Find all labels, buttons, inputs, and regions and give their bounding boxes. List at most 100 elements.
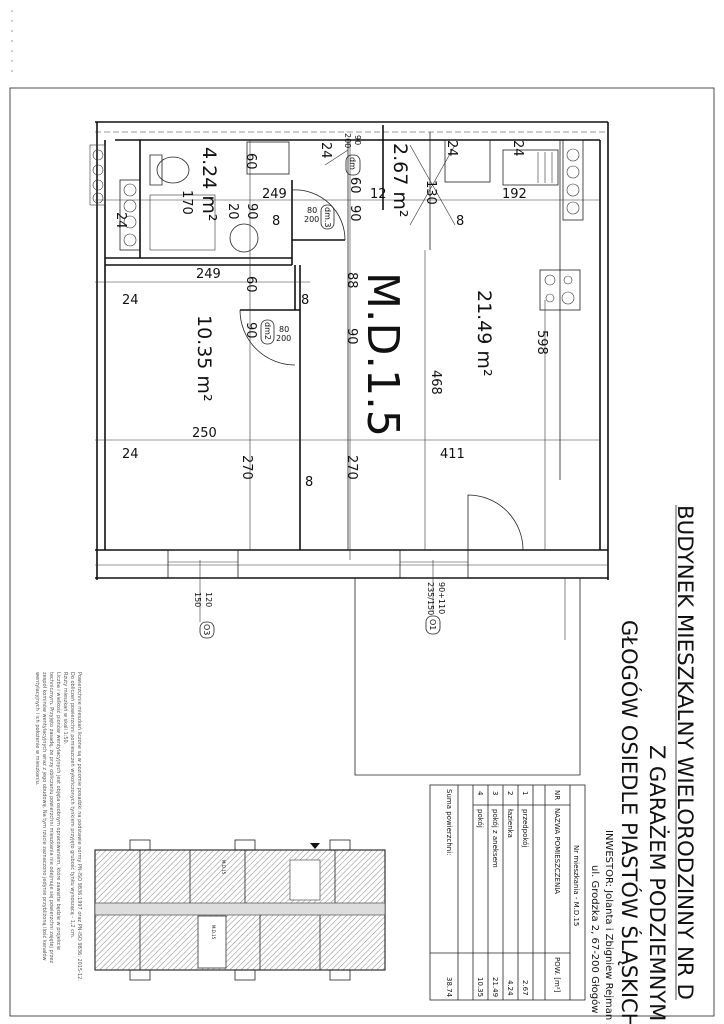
door-size: 200 [276,334,291,343]
window-tag [199,621,215,639]
dim-label: 8 [272,214,280,229]
window-size: 120 [204,592,213,607]
table-caption: Nr mieszkania - M.D.15 [572,845,580,926]
dim-label: 468 [428,370,443,395]
toilet-tank [149,154,163,186]
balcony-door [399,549,469,579]
row-name: przedpokój [521,809,529,848]
row-area: 4.24 [506,980,514,996]
dim-label: 24 [318,142,333,159]
door-size: 200 [304,215,319,224]
dim-label: 12 [370,187,387,202]
note-line: zespół kominów wentylacyjnych wraz z jeg… [41,672,48,961]
key-plan: M.D.15 M.D.15 [94,839,386,981]
dim-label: 250 [192,426,217,441]
door-tag-label: dm [348,157,357,170]
door-swing [467,494,524,551]
row-area: 10.35 [476,977,484,997]
door-size: 235/150 [426,582,435,615]
ventilation-shafts-right [559,139,584,230]
header-area: POW. [m²] [553,957,561,993]
dim-label: 270 [239,455,254,480]
key-plan-label: M.D.15 [221,860,226,875]
door-tag-label: O1 [428,619,437,630]
note-line: Do obliczeń powierzchni pomieszczeń wyko… [69,672,76,939]
dim-label: 411 [440,447,465,462]
door-tag [320,204,335,230]
door-size: 80 [279,325,289,334]
note-line: Powierzchnie mieszkań liczone są w pozio… [76,672,83,981]
shower-icon [246,141,290,175]
dim-label: 249 [196,267,221,282]
sink-icon [229,223,259,253]
door-size: 90+110 [437,582,446,614]
note-line: wentylacyjnych i ich położenie w mieszka… [34,672,40,786]
note-line: technicznym. Przyjęto zasadę, że przy ob… [48,672,54,963]
north-arrow-icon [310,843,320,849]
dim-label: 24 [122,447,139,462]
door-tag [260,319,275,345]
table-row: 3 pokój z aneksem 21.49 [491,791,499,997]
row-nr: 1 [521,791,529,795]
dim-label: 130 [423,180,438,205]
row-name: łazienka [506,809,514,838]
dim-label: 90 [244,203,259,220]
row-nr: 4 [476,791,484,796]
bathtub [149,194,216,251]
dim-label: 192 [502,187,527,202]
kitchen-sink-icon [502,149,559,186]
note-line: Liczba i wielkość pionów wentylacyjnych … [55,672,62,950]
row-nr: 2 [506,791,514,795]
door-tag-label: dm.3 [323,207,332,228]
balcony [354,578,581,776]
total-label: Suma powierzchni: [445,789,453,856]
title-line-3: GŁOGÓW OSIEDLE PIASTÓW ŚLĄSKICH [617,620,642,1024]
room-area-table: Nr mieszkania - M.D.15 NR NAZWA POMIESZC… [429,784,586,1001]
door-size: 80 [307,206,317,215]
window [167,549,239,579]
dim-label: 170 [179,190,194,215]
table-row: 2 łazienka 4.24 [506,791,514,996]
notes: Powierzchnie mieszkań liczone są w pozio… [34,672,83,981]
header-name: NAZWA POMIESZCZENIA [553,808,561,894]
living-kitchen-area: 21.49 m² [473,290,495,377]
table-row: 4 pokój 10.35 [476,791,484,997]
table-row: 1 przedpokój 2.67 [521,791,529,996]
row-area: 2.67 [521,980,529,996]
apartment-label: M.D.1.5 [357,272,408,437]
door-tag [425,615,441,635]
apartment-plan [89,121,609,776]
dim-label: 24 [122,293,139,308]
note-line: Rzuty mieszkań w skali 1:50. [62,672,69,745]
door-size: 200 [343,133,352,148]
door-size: 90 [353,135,362,145]
dim-label: 90 [347,205,362,222]
bathroom-area: 4.24 m² [198,147,220,221]
dim-label: 60 [347,177,362,194]
row-name: pokój z aneksem [491,809,499,868]
dim-label: 8 [301,293,309,308]
row-name: pokój [476,809,484,828]
sheet-border [9,87,715,1017]
dim-label: 60 [243,153,258,170]
dim-label: 60 [243,276,258,293]
dim-label: 24 [510,140,525,157]
dim-label: 90 [243,322,258,339]
door-tag [345,154,361,176]
row-area: 21.49 [491,977,499,997]
title-line-2: Z GARAŻEM PODZIEMNYM [645,745,670,1021]
key-plan-highlight [197,915,227,969]
title-block: BUDYNEK MIESZKALNY WIELORODZINNY NR D Z … [589,505,697,1024]
dim-label: 598 [534,330,549,355]
window-size: 150 [193,592,202,607]
toilet-icon [156,156,190,184]
header-nr: NR [553,790,561,800]
dim-label: 90 [344,328,359,345]
dim-label: 24 [113,212,128,229]
row-nr: 3 [491,791,499,795]
dim-label: 270 [344,455,359,480]
investor: INWESTOR: Jolanta i Zbigniew Rejman s. c… [603,830,614,1024]
key-plan-label: M.D.15 [211,925,216,940]
stove-icon [539,269,581,311]
